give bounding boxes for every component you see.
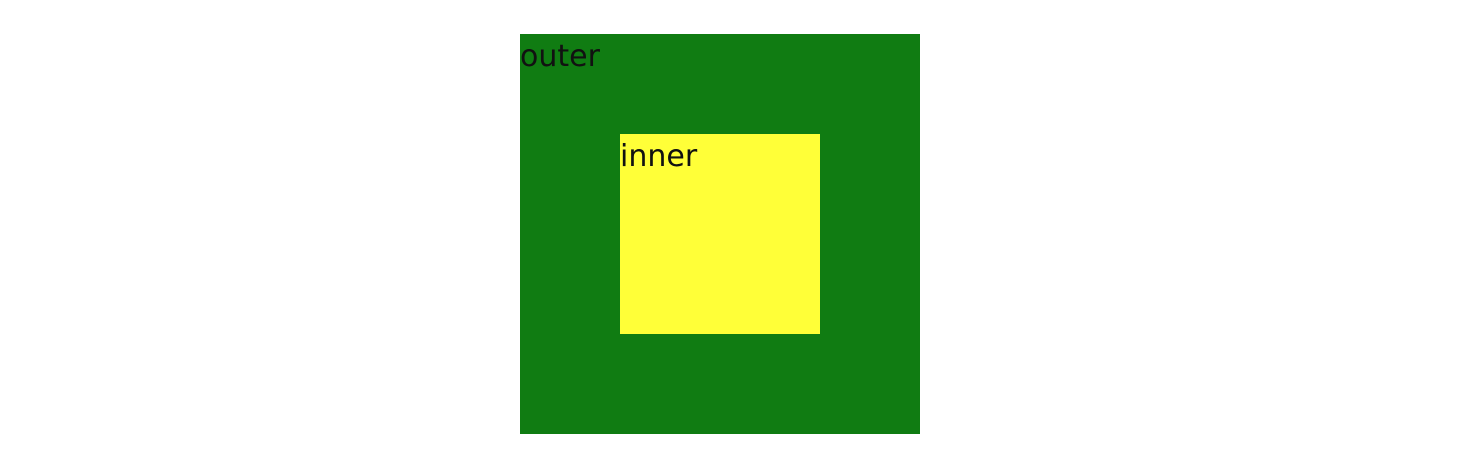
inner-box: inner: [620, 134, 820, 334]
outer-label: outer: [520, 39, 600, 74]
outer-box: outer inner: [520, 34, 920, 434]
inner-label: inner: [620, 139, 698, 174]
